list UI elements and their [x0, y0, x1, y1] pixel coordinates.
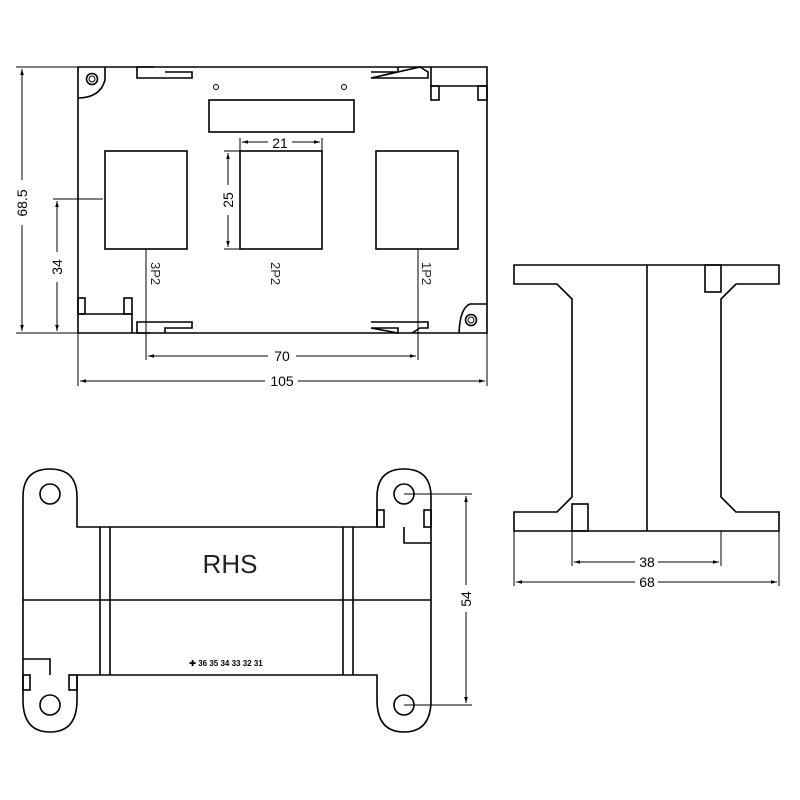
pin-markings: ✚ 36 35 34 33 32 31	[189, 659, 263, 668]
dim-mount-spacing: 54	[458, 591, 474, 607]
dim-pin-spacing: 70	[274, 348, 290, 364]
dim-overall-height: 68.5	[14, 189, 30, 216]
mount-hole-icon	[39, 694, 61, 716]
dim-inner-width: 38	[639, 554, 655, 570]
dim-pin-height: 34	[49, 259, 65, 275]
dim-outer-width: 68	[639, 574, 655, 590]
side-view: 38 68	[513, 264, 780, 590]
mount-hole-icon	[39, 483, 61, 505]
module-1p2	[375, 150, 459, 250]
dim-module-width: 21	[272, 135, 288, 151]
module-3p2	[104, 150, 188, 250]
top-view: 3P2 2P2 1P2 21 25 68.5 34 70	[14, 66, 488, 389]
terminal-strip	[208, 99, 355, 133]
pin-label-1p2: 1P2	[419, 262, 434, 285]
pin-label-2p2: 2P2	[268, 262, 283, 285]
bottom-view: RHS ✚ 36 35 34 33 32 31 54	[22, 468, 474, 733]
dim-module-height: 25	[220, 192, 236, 208]
mount-hole-icon	[85, 72, 99, 86]
brand-label: RHS	[203, 549, 258, 579]
pin-label-3p2: 3P2	[148, 262, 163, 285]
module-2p2	[239, 150, 323, 250]
mount-hole-icon	[464, 313, 478, 327]
dim-overall-width: 105	[270, 373, 294, 389]
